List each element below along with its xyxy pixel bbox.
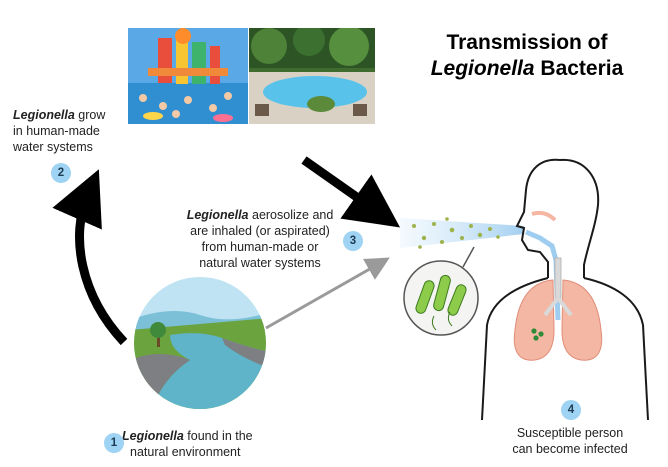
river-landscape-icon bbox=[134, 277, 266, 409]
title-line-2: Legionella Bacteria bbox=[392, 56, 662, 82]
step-4-line-2: can become infected bbox=[512, 442, 628, 456]
step-2-line-2: in human-made bbox=[13, 124, 100, 138]
human-figure bbox=[481, 158, 649, 421]
step-4-line-1: Susceptible person bbox=[516, 426, 624, 440]
step-1-label: Legionella found in the natural environm… bbox=[122, 428, 302, 460]
step-3-genus: Legionella bbox=[186, 208, 249, 222]
arrow-environment-to-systems bbox=[52, 169, 128, 346]
title-line-1: Transmission of bbox=[446, 31, 608, 54]
lungs-icon bbox=[513, 257, 603, 361]
title-genus: Legionella bbox=[430, 57, 535, 80]
step-1-line-1: Legionella found in the bbox=[122, 428, 302, 444]
step-1-text-1: found in the bbox=[183, 429, 253, 443]
diagram-title: Transmission of Legionella Bacteria bbox=[392, 30, 662, 82]
step-1-genus: Legionella bbox=[122, 429, 184, 443]
step-4-label: Susceptible person can become infected bbox=[500, 425, 640, 457]
arrow-environment-to-person bbox=[265, 257, 390, 330]
step-3-badge: 3 bbox=[343, 231, 363, 251]
title-suffix: Bacteria bbox=[534, 57, 624, 80]
step-3-line-2: are inhaled (or aspirated) bbox=[190, 224, 330, 238]
infection-spots bbox=[531, 328, 544, 341]
step-3-label: Legionella aerosolize and are inhaled (o… bbox=[180, 207, 340, 271]
step-3-line-4: natural water systems bbox=[199, 256, 321, 270]
step-2-label: Legionella grow in human-made water syst… bbox=[13, 107, 143, 155]
step-2-text-1: grow bbox=[74, 108, 106, 122]
arrow-systems-to-person bbox=[301, 156, 401, 228]
step-2-line-3: water systems bbox=[13, 140, 93, 154]
step-1-badge: 1 bbox=[104, 433, 124, 453]
bacteria-icon bbox=[415, 274, 467, 331]
step-2-genus: Legionella bbox=[13, 108, 75, 122]
step-3-line-1: Legionella aerosolize and bbox=[180, 207, 340, 223]
water-park-photo bbox=[128, 28, 248, 124]
step-4-badge: 4 bbox=[561, 400, 581, 420]
aerosol-particles bbox=[412, 217, 500, 249]
step-1-line-2: natural environment bbox=[130, 445, 241, 459]
aerosol-mist bbox=[400, 218, 524, 248]
step-3-line-3: from human-made or bbox=[201, 240, 319, 254]
step-2-line-1: Legionella grow bbox=[13, 107, 143, 123]
step-3-text-1: aerosolize and bbox=[248, 208, 334, 222]
backyard-pool-photo bbox=[249, 28, 375, 124]
